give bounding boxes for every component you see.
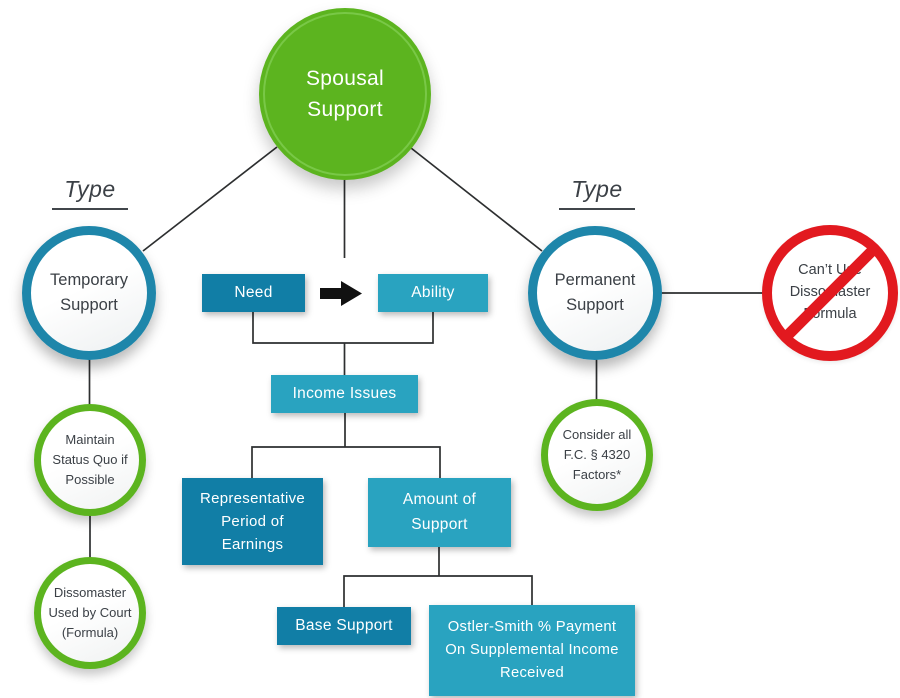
maintain-status-quo-label: Maintain Status Quo if Possible: [52, 431, 128, 488]
dissomaster-used-node: Dissomaster Used by Court (Formula): [34, 557, 146, 669]
income-issues-box: Income Issues: [271, 375, 418, 413]
ability-box: Ability: [378, 274, 488, 312]
need-box: Need: [202, 274, 305, 312]
representative-period-box: Representative Period of Earnings: [182, 478, 323, 565]
connector-root-to-temporary: [142, 146, 278, 252]
type-heading-left: Type: [52, 176, 128, 210]
permanent-support-node: Permanent Support: [528, 226, 662, 360]
permanent-support-label: Permanent Support: [554, 271, 636, 314]
income-issues-label: Income Issues: [292, 384, 397, 402]
base-support-label: Base Support: [295, 616, 393, 634]
root-node-spousal-support: Spousal Support: [259, 8, 431, 180]
temporary-support-node: Temporary Support: [22, 226, 156, 360]
need-label: Need: [234, 283, 273, 301]
base-support-box: Base Support: [277, 607, 411, 645]
bracket-income-to-children: [251, 412, 441, 478]
ability-label: Ability: [411, 283, 455, 301]
bracket-need-ability-to-income: [252, 312, 434, 376]
temporary-support-label: Temporary Support: [50, 271, 128, 314]
connector-root-to-permanent: [410, 147, 543, 252]
ostler-smith-label: Ostler-Smith % Payment On Supplemental I…: [445, 619, 619, 681]
need-to-ability-arrow-icon: [320, 281, 362, 306]
root-label: Spousal Support: [306, 66, 384, 122]
consider-factors-node: Consider all F.C. § 4320 Factors*: [541, 399, 653, 511]
bracket-amount-to-children: [343, 547, 533, 607]
ostler-smith-box: Ostler-Smith % Payment On Supplemental I…: [429, 605, 635, 696]
type-heading-right: Type: [559, 176, 635, 210]
consider-factors-label: Consider all F.C. § 4320 Factors*: [562, 426, 632, 483]
amount-of-support-box: Amount of Support: [368, 478, 511, 547]
prohibition-node: Can’t Use Dissomaster Formula: [762, 225, 898, 361]
maintain-status-quo-node: Maintain Status Quo if Possible: [34, 404, 146, 516]
dissomaster-used-label: Dissomaster Used by Court (Formula): [48, 584, 132, 641]
representative-period-label: Representative Period of Earnings: [199, 489, 306, 554]
amount-of-support-label: Amount of Support: [402, 491, 477, 533]
